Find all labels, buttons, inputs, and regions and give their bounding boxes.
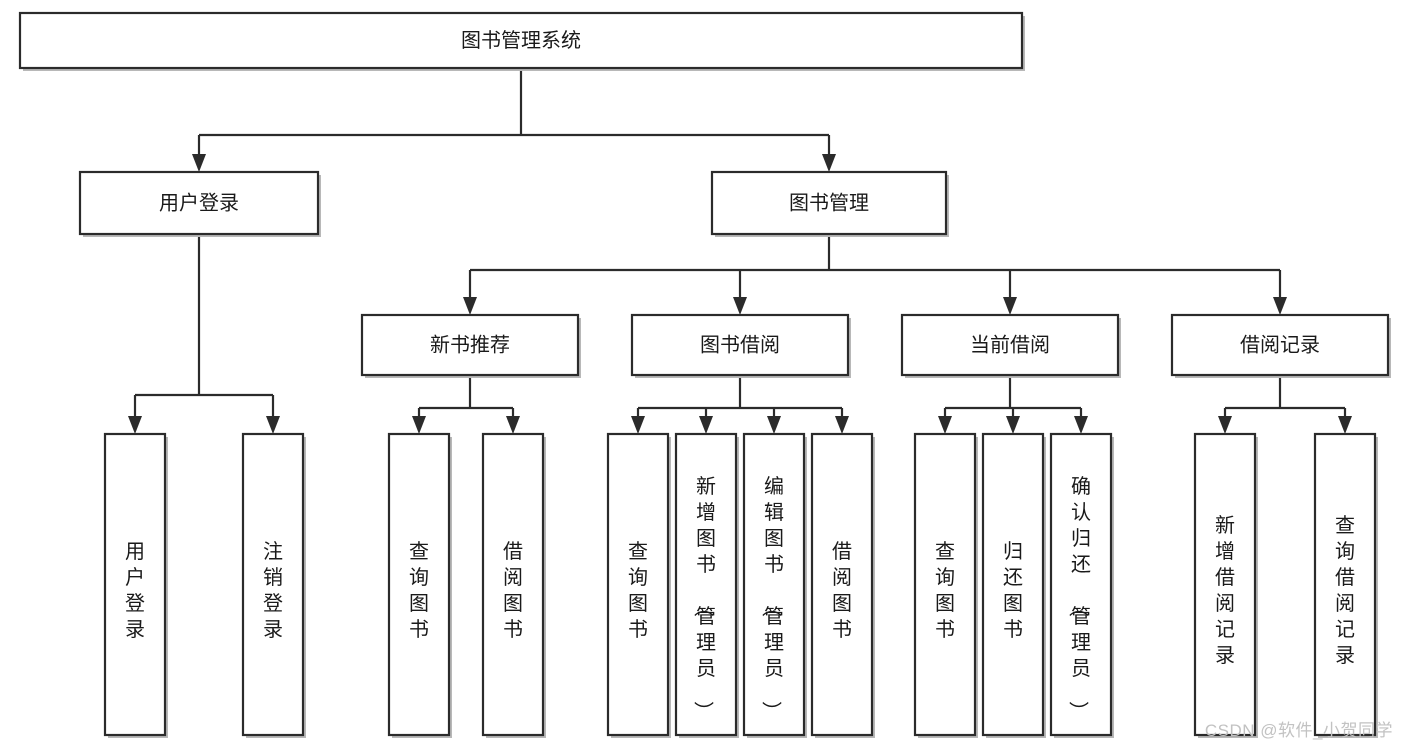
node-leaf-user-login-label: 用户登录 [125,541,145,641]
node-layer: 图书管理系统用户登录图书管理新书推荐图书借阅当前借阅借阅记录用户登录注销登录查询… [18,11,1391,738]
node-borrow-record[interactable]: 借阅记录 [1170,313,1391,378]
watermark-label: CSDN @软件_小贺同学 [1204,721,1393,740]
node-leaf-rec-add-record-label: 新增借阅记录 [1215,514,1235,667]
node-leaf-borrow-add-book-box [674,432,738,737]
node-current-borrow[interactable]: 当前借阅 [900,313,1121,378]
node-leaf-cur-return-book[interactable]: 归还图书 [981,432,1046,738]
node-leaf-rec-query-book[interactable]: 查询图书 [387,432,452,738]
node-new-book-rec-label: 新书推荐 [430,333,510,356]
node-borrow-record-box [1170,313,1390,377]
node-leaf-borrow-lend-book-label: 借阅图书 [832,540,852,641]
node-leaf-borrow-lend-book[interactable]: 借阅图书 [810,432,875,738]
node-leaf-user-logout-label: 注销登录 [263,540,283,641]
node-root-box [18,11,1024,70]
node-leaf-borrow-add-book[interactable]: 新增图书（管理员） [674,432,739,738]
node-leaf-user-login[interactable]: 用户登录 [103,432,168,738]
conn-root-to-level2 [192,68,836,172]
node-current-borrow-label: 当前借阅 [970,333,1050,356]
node-leaf-cur-confirm-return[interactable]: 确认归还（管理员） [1049,432,1114,738]
node-leaf-cur-return-book-box [981,432,1045,737]
node-leaf-cur-return-book-label: 归还图书 [1003,540,1023,641]
node-borrow-record-label: 借阅记录 [1240,333,1320,356]
node-leaf-rec-query-record[interactable]: 查询借阅记录 [1313,432,1378,738]
node-user-login-label: 用户登录 [159,191,239,214]
node-leaf-rec-add-record[interactable]: 新增借阅记录 [1193,432,1258,738]
node-leaf-user-logout-box [241,432,305,737]
node-leaf-cur-query-book-box [913,432,977,737]
conn-borrowrecord-to-leaves [1218,375,1352,434]
node-leaf-rec-borrow-book[interactable]: 借阅图书 [481,432,546,738]
node-leaf-rec-query-book-label: 查询图书 [409,540,429,641]
node-leaf-borrow-edit-book[interactable]: 编辑图书（管理员） [742,432,807,738]
conn-bookborrow-to-leaves [631,375,849,434]
node-book-borrow-box [630,313,850,377]
node-leaf-borrow-edit-book-box [742,432,806,737]
node-leaf-rec-add-record-box [1193,432,1257,737]
node-current-borrow-box [900,313,1120,377]
node-leaf-rec-query-book-box [387,432,451,737]
node-root[interactable]: 图书管理系统 [18,11,1025,71]
node-leaf-user-logout[interactable]: 注销登录 [241,432,306,738]
node-leaf-cur-query-book-label: 查询图书 [935,540,955,641]
node-root-label: 图书管理系统 [461,29,581,52]
node-user-login[interactable]: 用户登录 [78,170,321,237]
node-book-manage-box [710,170,948,236]
node-leaf-borrow-query-book-label: 查询图书 [628,540,648,641]
node-leaf-borrow-lend-book-box [810,432,874,737]
node-leaf-borrow-query-book[interactable]: 查询图书 [606,432,671,738]
node-leaf-cur-confirm-return-label: 确认归还（管理员） [1066,475,1091,721]
conn-bookmanage-to-level3 [463,234,1287,315]
node-leaf-user-login-box [103,432,167,737]
node-book-borrow-label: 图书借阅 [700,333,780,356]
connector-layer [128,68,1352,434]
node-new-book-rec-box [360,313,580,377]
conn-newbookrec-to-leaves [412,375,520,434]
node-leaf-cur-confirm-return-box [1049,432,1113,737]
node-leaf-rec-query-record-label: 查询借阅记录 [1335,514,1355,667]
node-book-manage[interactable]: 图书管理 [710,170,949,237]
node-leaf-borrow-query-book-box [606,432,670,737]
node-user-login-box [78,170,320,236]
node-book-manage-label: 图书管理 [789,191,869,214]
conn-currentborrow-to-leaves [938,375,1088,434]
node-new-book-rec[interactable]: 新书推荐 [360,313,581,378]
node-leaf-rec-borrow-book-label: 借阅图书 [503,540,523,641]
node-leaf-borrow-add-book-label: 新增图书（管理员） [691,475,716,721]
node-leaf-cur-query-book[interactable]: 查询图书 [913,432,978,738]
node-leaf-borrow-edit-book-label: 编辑图书（管理员） [759,475,784,721]
node-book-borrow[interactable]: 图书借阅 [630,313,851,378]
node-leaf-rec-query-record-box [1313,432,1377,737]
node-leaf-rec-borrow-book-box [481,432,545,737]
conn-userlogin-to-leaves [128,234,280,434]
